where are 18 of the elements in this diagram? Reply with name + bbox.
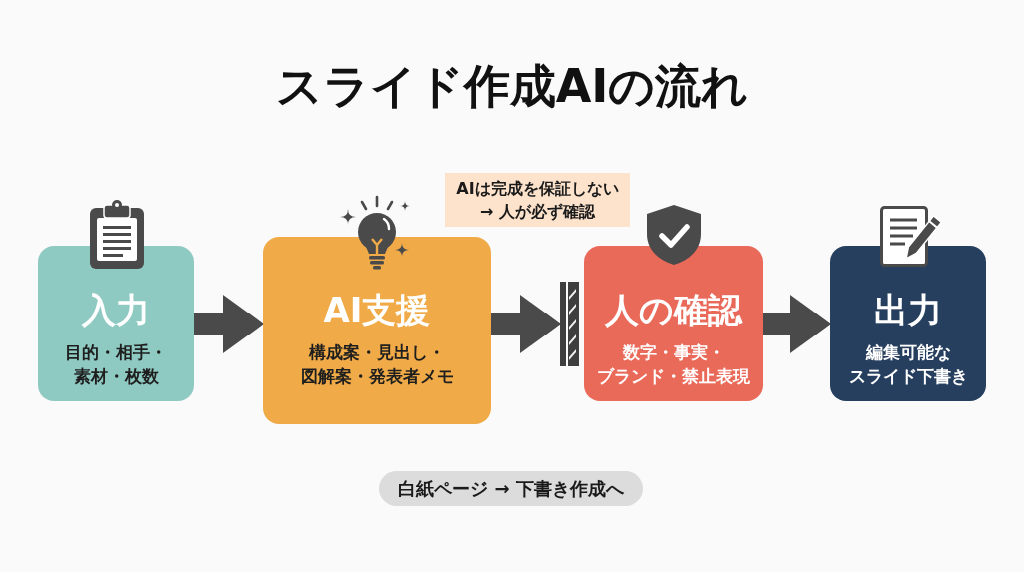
step-heading: 人の確認 <box>605 289 742 332</box>
step-heading: 出力 <box>874 289 942 332</box>
arrow <box>763 295 830 353</box>
step-heading: 入力 <box>82 289 150 332</box>
process-box <box>830 246 986 401</box>
process-box <box>584 246 763 401</box>
pill-label: 白紙ページ → 下書き作成へ <box>379 471 643 506</box>
step-description: 編集可能なスライド下書き <box>848 341 968 388</box>
step-description: 構成案・見出し・図解案・発表者メモ <box>300 341 454 388</box>
step-description: 目的・相手・素材・枚数 <box>65 341 167 388</box>
step-heading: AI支援 <box>323 289 431 332</box>
gated-arrow <box>491 282 579 366</box>
step-description: 数字・事実・ブランド・禁止表現 <box>597 341 750 388</box>
note-box: AIは完成を保証しない → 人が必ず確認 <box>445 173 630 227</box>
title: スライド作成AIの流れ <box>274 58 750 115</box>
arrow <box>194 295 263 353</box>
process-box <box>263 237 491 424</box>
process-box <box>38 246 194 401</box>
